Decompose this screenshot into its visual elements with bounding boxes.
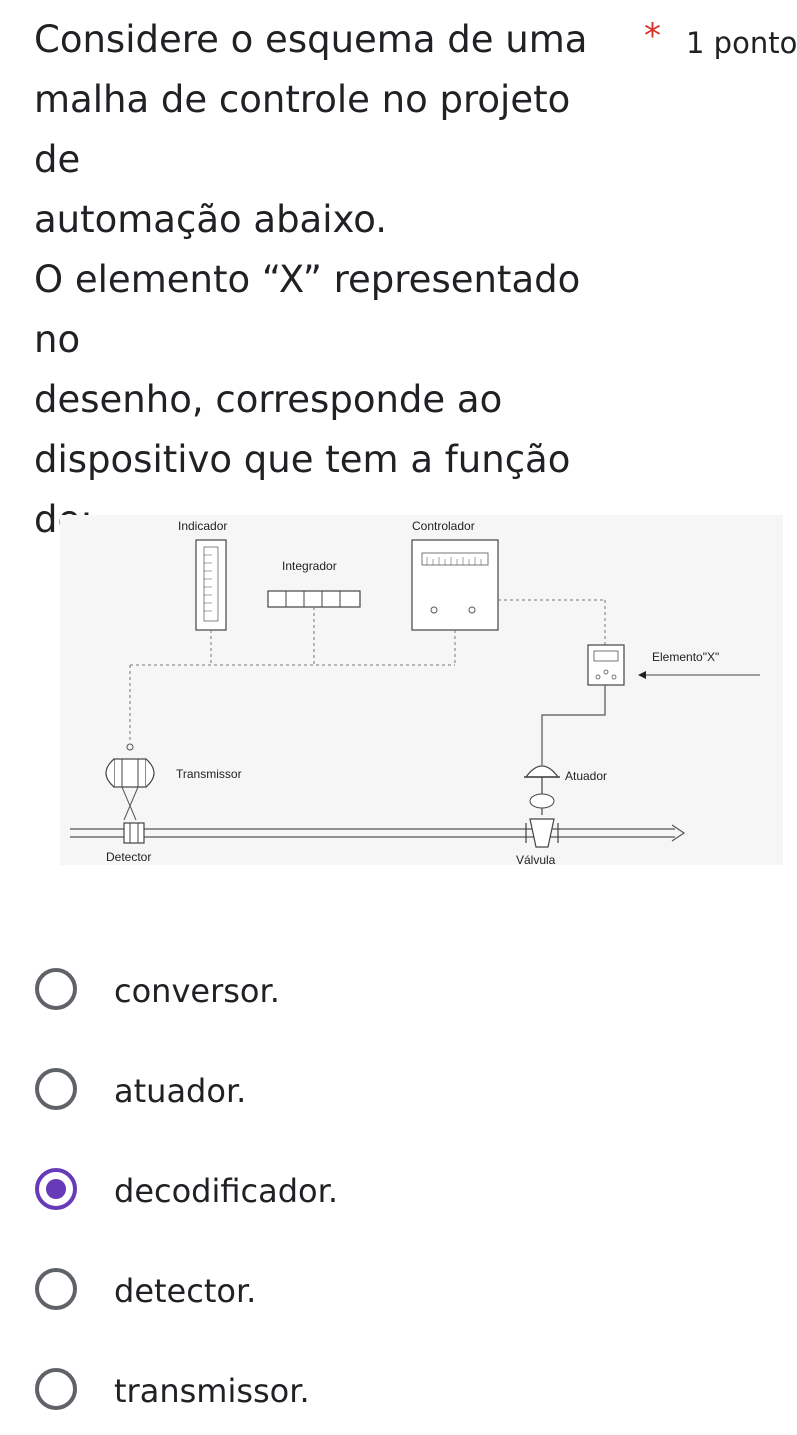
transmitter-right-cap xyxy=(145,758,155,788)
integrator-device xyxy=(267,590,361,608)
option-transmissor[interactable]: transmissor. xyxy=(0,1345,783,1435)
label-indicador: Indicador xyxy=(178,519,227,533)
option-label: atuador. xyxy=(114,1072,247,1110)
actuator-yoke xyxy=(529,793,555,809)
controller-scale xyxy=(426,557,482,565)
integrator-digits xyxy=(285,591,341,607)
indicator-scale xyxy=(203,546,219,622)
controller-display xyxy=(421,552,489,566)
option-label: decodificador. xyxy=(114,1172,339,1210)
option-decodificador[interactable]: decodificador. xyxy=(0,1145,783,1235)
option-atuador[interactable]: atuador. xyxy=(0,1045,783,1135)
transmitter-leg-right xyxy=(123,786,139,821)
indicator-ticks xyxy=(204,554,212,612)
controller-knob-right xyxy=(468,606,476,614)
label-controlador: Controlador xyxy=(412,519,475,533)
signal-lines xyxy=(129,599,606,740)
radio-button-unchecked[interactable] xyxy=(35,968,77,1010)
points-label: 1 ponto xyxy=(686,26,797,60)
option-label: detector. xyxy=(114,1272,257,1310)
label-detector: Detector xyxy=(106,850,151,864)
x-to-actuator-line xyxy=(541,685,606,765)
radio-button-unchecked[interactable] xyxy=(35,1268,77,1310)
element-x-knob-c xyxy=(611,674,617,680)
label-elemento-x: Elemento"X" xyxy=(652,650,719,664)
radio-button-unchecked[interactable] xyxy=(35,1068,77,1110)
pipe-flow-arrow xyxy=(671,824,686,842)
controller-knob-left xyxy=(430,606,438,614)
option-detector[interactable]: detector. xyxy=(0,1245,783,1335)
actuator-diaphragm xyxy=(524,765,560,778)
transmitter-port xyxy=(126,743,134,751)
transmitter-left-cap xyxy=(105,758,115,788)
transmitter-body xyxy=(113,758,147,788)
label-valvula: Válvula xyxy=(516,853,556,867)
element-x-pointer-arrow xyxy=(638,671,646,679)
question-header: Considere o esquema de uma malha de cont… xyxy=(34,10,797,541)
radio-button-checked[interactable] xyxy=(35,1168,77,1210)
label-integrador: Integrador xyxy=(282,559,337,573)
question-title: Considere o esquema de uma malha de cont… xyxy=(34,18,588,541)
element-x-knob-a xyxy=(595,674,601,680)
element-x-display xyxy=(593,650,619,662)
control-loop-diagram: Indicador Integrador Controlador xyxy=(60,515,783,867)
label-transmissor: Transmissor xyxy=(176,767,242,781)
detector-device xyxy=(123,822,145,844)
required-marker: * xyxy=(644,16,661,56)
radio-selected-dot xyxy=(46,1179,66,1199)
diagram-svg: Indicador Integrador Controlador xyxy=(70,519,760,867)
option-label: conversor. xyxy=(114,972,280,1010)
element-x-knob-b xyxy=(603,669,609,675)
option-conversor[interactable]: conversor. xyxy=(0,945,783,1035)
transmitter-leg-left xyxy=(121,786,137,821)
radio-button-unchecked[interactable] xyxy=(35,1368,77,1410)
valve-body xyxy=(529,818,555,848)
label-atuador: Atuador xyxy=(565,769,607,783)
option-label: transmissor. xyxy=(114,1372,310,1410)
